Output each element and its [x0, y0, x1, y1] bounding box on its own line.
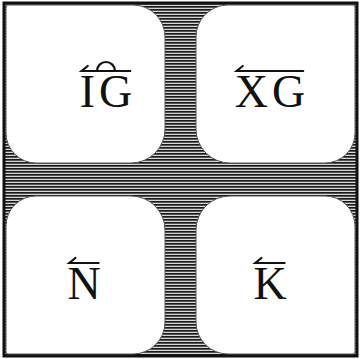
monogram-quadrant: N — [6, 196, 165, 354]
quadrant-panel — [196, 5, 355, 163]
quadrant-panel — [196, 196, 355, 354]
hatched-ground — [4, 3, 357, 356]
monogram-letters: IG — [80, 69, 137, 115]
monogram-quadrant: XG — [196, 5, 355, 163]
monogram-quadrant: IG — [6, 5, 165, 163]
monogram-letters: N — [67, 261, 104, 307]
quadrant-panel — [6, 196, 165, 354]
monogram-quadrant: K — [196, 196, 355, 354]
monogram-letters: K — [253, 261, 290, 307]
monogram-letters: XG — [235, 69, 309, 115]
quadrant-panel — [6, 5, 165, 163]
